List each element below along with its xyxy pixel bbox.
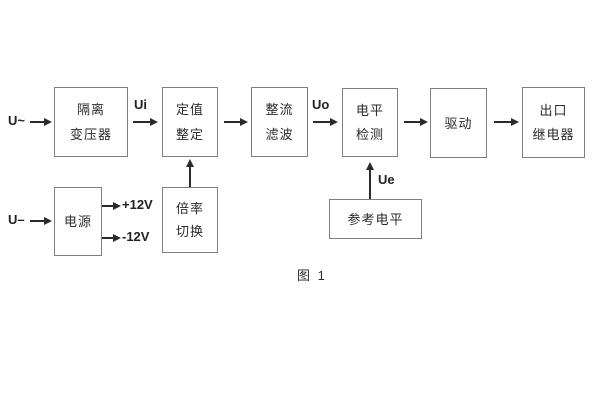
arrow-right-icon bbox=[102, 234, 121, 241]
block-label-line2: 整定 bbox=[175, 126, 204, 142]
block-label-line2: 继电器 bbox=[532, 127, 575, 143]
block-label-line2: 检测 bbox=[355, 127, 384, 142]
block-label-line2: 变压器 bbox=[69, 126, 112, 142]
arrow-right-icon bbox=[313, 118, 338, 125]
block-isolation-transformer: 隔离 变压器 bbox=[54, 87, 128, 157]
block-rectify-filter: 整流 滤波 bbox=[251, 87, 308, 157]
block-label: 驱动 bbox=[444, 115, 473, 131]
dc-input-label: U– bbox=[8, 212, 25, 227]
signal-label-ue: Ue bbox=[378, 172, 395, 187]
ac-input-label: U~ bbox=[8, 113, 25, 128]
arrow-right-icon bbox=[102, 202, 121, 209]
block-label: 电源 bbox=[63, 214, 92, 229]
arrow-right-icon bbox=[404, 118, 428, 125]
arrow-right-icon bbox=[30, 217, 52, 224]
block-label-line1: 定值 bbox=[175, 102, 204, 118]
arrow-right-icon bbox=[133, 118, 158, 125]
block-driver: 驱动 bbox=[430, 88, 487, 158]
signal-label-uo: Uo bbox=[312, 97, 330, 112]
arrow-right-icon bbox=[494, 118, 519, 125]
arrow-right-icon bbox=[30, 118, 52, 125]
block-power-supply: 电源 bbox=[54, 187, 102, 256]
block-output-relay: 出口 继电器 bbox=[522, 87, 585, 158]
block-ratio-switch: 倍率 切换 bbox=[162, 187, 218, 253]
block-label-line1: 整流 bbox=[265, 102, 294, 118]
block-label-line1: 倍率 bbox=[175, 201, 204, 216]
block-label-line2: 切换 bbox=[175, 224, 204, 239]
block-reference-level: 参考电平 bbox=[329, 199, 422, 239]
arrow-up-icon bbox=[366, 162, 373, 199]
signal-label-plus12v: +12V bbox=[122, 197, 153, 212]
figure-caption: 图 1 bbox=[297, 268, 327, 283]
block-label-line2: 滤波 bbox=[265, 126, 294, 142]
block-label-line1: 电平 bbox=[355, 103, 384, 118]
block-setpoint-setting: 定值 整定 bbox=[162, 87, 218, 157]
arrow-up-icon bbox=[186, 159, 193, 187]
block-label-line1: 隔离 bbox=[76, 102, 105, 118]
block-level-detection: 电平 检测 bbox=[342, 88, 398, 157]
block-label: 参考电平 bbox=[347, 211, 404, 227]
signal-label-minus12v: -12V bbox=[122, 229, 150, 244]
signal-label-ui: Ui bbox=[134, 97, 147, 112]
arrow-right-icon bbox=[224, 118, 248, 125]
block-label-line1: 出口 bbox=[539, 102, 568, 118]
